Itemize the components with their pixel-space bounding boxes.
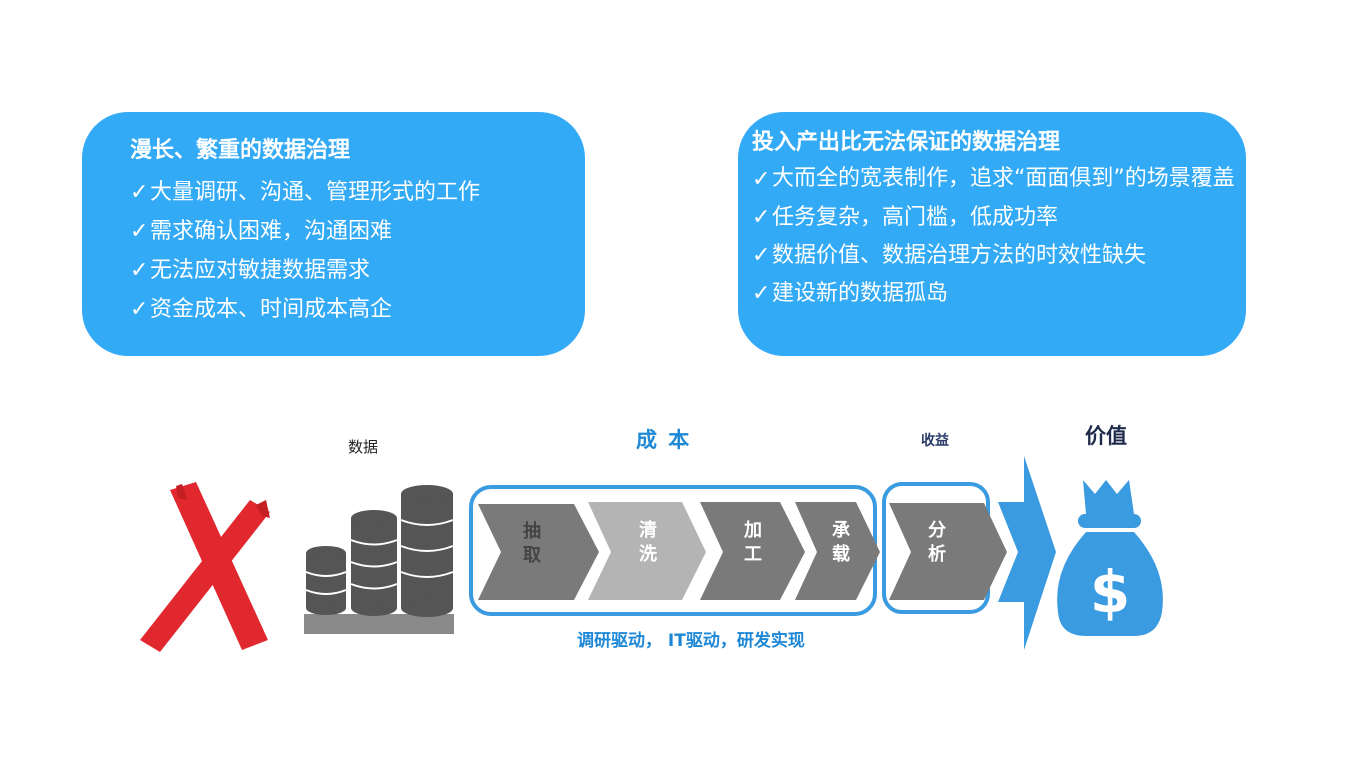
card-list: ✓大而全的宽表制作，追求“面面俱到”的场景覆盖 ✓任务复杂，高门槛，低成功率 ✓… (752, 166, 1236, 308)
list-item: ✓大而全的宽表制作，追求“面面俱到”的场景覆盖 (752, 166, 1235, 192)
list-item: ✓任务复杂，高门槛，低成功率 (752, 205, 1059, 230)
database-stack-icon (304, 485, 454, 634)
slow-governance-card: 漫长、繁重的数据治理 ✓大量调研、沟通、管理形式的工作 ✓需求确认困难，沟通困难… (82, 112, 585, 356)
card-list: ✓大量调研、沟通、管理形式的工作 ✓需求确认困难，沟通困难 ✓无法应对敏捷数据需… (130, 179, 575, 324)
list-item: ✓需求确认困难，沟通困难 (130, 219, 393, 244)
checkmark-icon: ✓ (752, 205, 771, 230)
cost-label: 成 本 (636, 428, 692, 452)
checkmark-icon: ✓ (752, 167, 771, 192)
card-title: 漫长、繁重的数据治理 (130, 138, 351, 163)
checkmark-icon: ✓ (130, 180, 149, 205)
step-extract-label: 抽 取 (523, 521, 541, 566)
chevron-analyze (889, 503, 1007, 600)
checkmark-icon: ✓ (752, 243, 771, 268)
list-item: ✓无法应对敏捷数据需求 (130, 258, 371, 283)
drivers-label: 调研驱动， IT驱动，研发实现 (577, 631, 805, 651)
red-x-icon (140, 482, 270, 652)
chevron-process (700, 502, 805, 600)
revenue-label: 收益 (921, 433, 949, 449)
list-item: ✓资金成本、时间成本高企 (130, 297, 393, 322)
money-bag-icon: $ (1057, 480, 1163, 636)
chevron-extract (478, 504, 599, 600)
value-label: 价值 (1085, 424, 1127, 448)
step-analyze-label: 分 析 (928, 520, 946, 565)
step-load-label: 承 载 (832, 520, 850, 565)
roi-governance-card: 投入产出比无法保证的数据治理 ✓大而全的宽表制作，追求“面面俱到”的场景覆盖 ✓… (738, 112, 1246, 356)
chevron-clean (588, 502, 706, 600)
chevron-load (795, 502, 880, 600)
checkmark-icon: ✓ (752, 281, 771, 306)
list-item: ✓数据价值、数据治理方法的时效性缺失 (752, 243, 1147, 268)
arrow-right-icon (998, 456, 1056, 650)
checkmark-icon: ✓ (130, 297, 149, 322)
data-label: 数据 (348, 438, 379, 456)
card-title: 投入产出比无法保证的数据治理 (752, 130, 1061, 155)
dollar-sign: $ (1090, 558, 1130, 626)
step-clean-label: 清 洗 (639, 520, 657, 565)
step-process-label: 加 工 (744, 520, 762, 565)
list-item: ✓建设新的数据孤岛 (752, 281, 949, 306)
checkmark-icon: ✓ (130, 258, 149, 283)
checkmark-icon: ✓ (130, 219, 149, 244)
list-item: ✓大量调研、沟通、管理形式的工作 (130, 180, 481, 205)
